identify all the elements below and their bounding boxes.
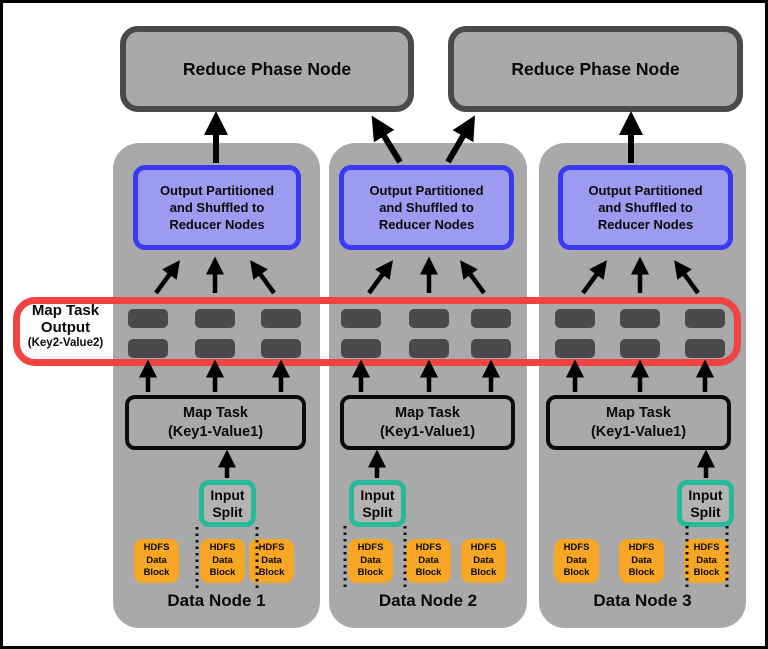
hdfs-data-block: HDFS Data Block bbox=[348, 539, 393, 583]
map-task-box-1-line2: (Key1-Value1) bbox=[167, 423, 264, 440]
map-task-box-2-line1: Map Task bbox=[394, 404, 460, 421]
reduce-phase-node-2-label: Reduce Phase Node bbox=[511, 58, 680, 79]
map-output-block bbox=[128, 339, 168, 358]
hdfs-data-block: HDFS Data Block bbox=[461, 539, 506, 583]
input-split-box-3-line2: Split bbox=[690, 503, 721, 520]
map-output-block bbox=[620, 309, 660, 328]
map-task-box-2: Map Task (Key1-Value1) bbox=[340, 395, 515, 450]
map-task-box-1-line1: Map Task bbox=[182, 404, 248, 421]
map-output-block bbox=[341, 339, 381, 358]
output-shuffle-box-2: Output Partitioned and Shuffled to Reduc… bbox=[339, 165, 514, 250]
map-task-box-3: Map Task (Key1-Value1) bbox=[546, 395, 731, 450]
map-task-output-label-line1: Map Task bbox=[31, 302, 100, 319]
map-task-output-label-line3: (Key2-Value2) bbox=[27, 336, 104, 349]
map-output-block bbox=[685, 309, 725, 328]
reduce-phase-node-1: Reduce Phase Node bbox=[120, 26, 414, 112]
hdfs-data-block: HDFS Data Block bbox=[200, 539, 245, 583]
output-shuffle-box-3-line2: and Shuffled to bbox=[598, 199, 693, 215]
output-shuffle-box-2-line1: Output Partitioned bbox=[369, 182, 484, 198]
input-split-box-2-line1: Input bbox=[360, 487, 395, 504]
output-shuffle-box-1-line1: Output Partitioned bbox=[159, 182, 275, 198]
hdfs-data-block: HDFS Data Block bbox=[554, 539, 599, 583]
map-task-output-band bbox=[13, 297, 741, 366]
output-shuffle-box-2-line2: and Shuffled to bbox=[379, 199, 474, 215]
map-output-block bbox=[555, 339, 595, 358]
map-output-block bbox=[620, 339, 660, 358]
map-output-block bbox=[471, 309, 511, 328]
map-task-output-label: Map Task Output (Key2-Value2) bbox=[15, 302, 116, 349]
map-output-block bbox=[341, 309, 381, 328]
map-output-block bbox=[409, 339, 449, 358]
input-split-box-1: Input Split bbox=[199, 480, 256, 527]
output-shuffle-box-3-line3: Reducer Nodes bbox=[597, 217, 694, 233]
output-shuffle-box-1-line3: Reducer Nodes bbox=[169, 217, 265, 233]
input-split-box-1-line1: Input bbox=[210, 487, 245, 504]
output-shuffle-box-3: Output Partitioned and Shuffled to Reduc… bbox=[558, 165, 733, 250]
map-task-box-3-line1: Map Task bbox=[605, 404, 671, 421]
hdfs-data-block: HDFS Data Block bbox=[406, 539, 451, 583]
input-split-box-1-line2: Split bbox=[212, 503, 243, 520]
map-output-block bbox=[471, 339, 511, 358]
output-shuffle-box-2-line3: Reducer Nodes bbox=[378, 217, 475, 233]
output-shuffle-box-1: Output Partitioned and Shuffled to Reduc… bbox=[133, 165, 301, 250]
map-output-block bbox=[685, 339, 725, 358]
data-node-3-label: Data Node 3 bbox=[593, 591, 692, 610]
hdfs-data-block: HDFS Data Block bbox=[134, 539, 179, 583]
map-output-block bbox=[555, 309, 595, 328]
input-split-box-2: Input Split bbox=[349, 480, 406, 527]
output-shuffle-box-3-line1: Output Partitioned bbox=[588, 182, 703, 198]
hdfs-data-block: HDFS Data Block bbox=[684, 539, 729, 583]
map-task-box-1: Map Task (Key1-Value1) bbox=[125, 395, 306, 450]
map-task-output-label-line2: Output bbox=[40, 318, 91, 336]
output-shuffle-box-1-line2: and Shuffled to bbox=[169, 199, 265, 215]
map-output-block bbox=[195, 309, 235, 328]
data-node-2-label: Data Node 2 bbox=[378, 591, 478, 610]
hdfs-data-block: HDFS Data Block bbox=[249, 539, 294, 583]
reduce-phase-node-2: Reduce Phase Node bbox=[448, 26, 743, 112]
map-output-block bbox=[261, 309, 301, 328]
input-split-box-2-line2: Split bbox=[362, 503, 393, 520]
hdfs-data-block: HDFS Data Block bbox=[619, 539, 664, 583]
map-output-block bbox=[409, 309, 449, 328]
data-node-1-label: Data Node 1 bbox=[167, 591, 266, 610]
input-split-box-3-line1: Input bbox=[688, 487, 723, 504]
map-task-box-2-line2: (Key1-Value1) bbox=[379, 423, 476, 440]
reduce-phase-node-1-label: Reduce Phase Node bbox=[182, 58, 352, 79]
input-split-box-3: Input Split bbox=[677, 480, 734, 527]
map-task-box-3-line2: (Key1-Value1) bbox=[590, 423, 687, 440]
map-output-block bbox=[128, 309, 168, 328]
map-output-block bbox=[195, 339, 235, 358]
map-output-block bbox=[261, 339, 301, 358]
